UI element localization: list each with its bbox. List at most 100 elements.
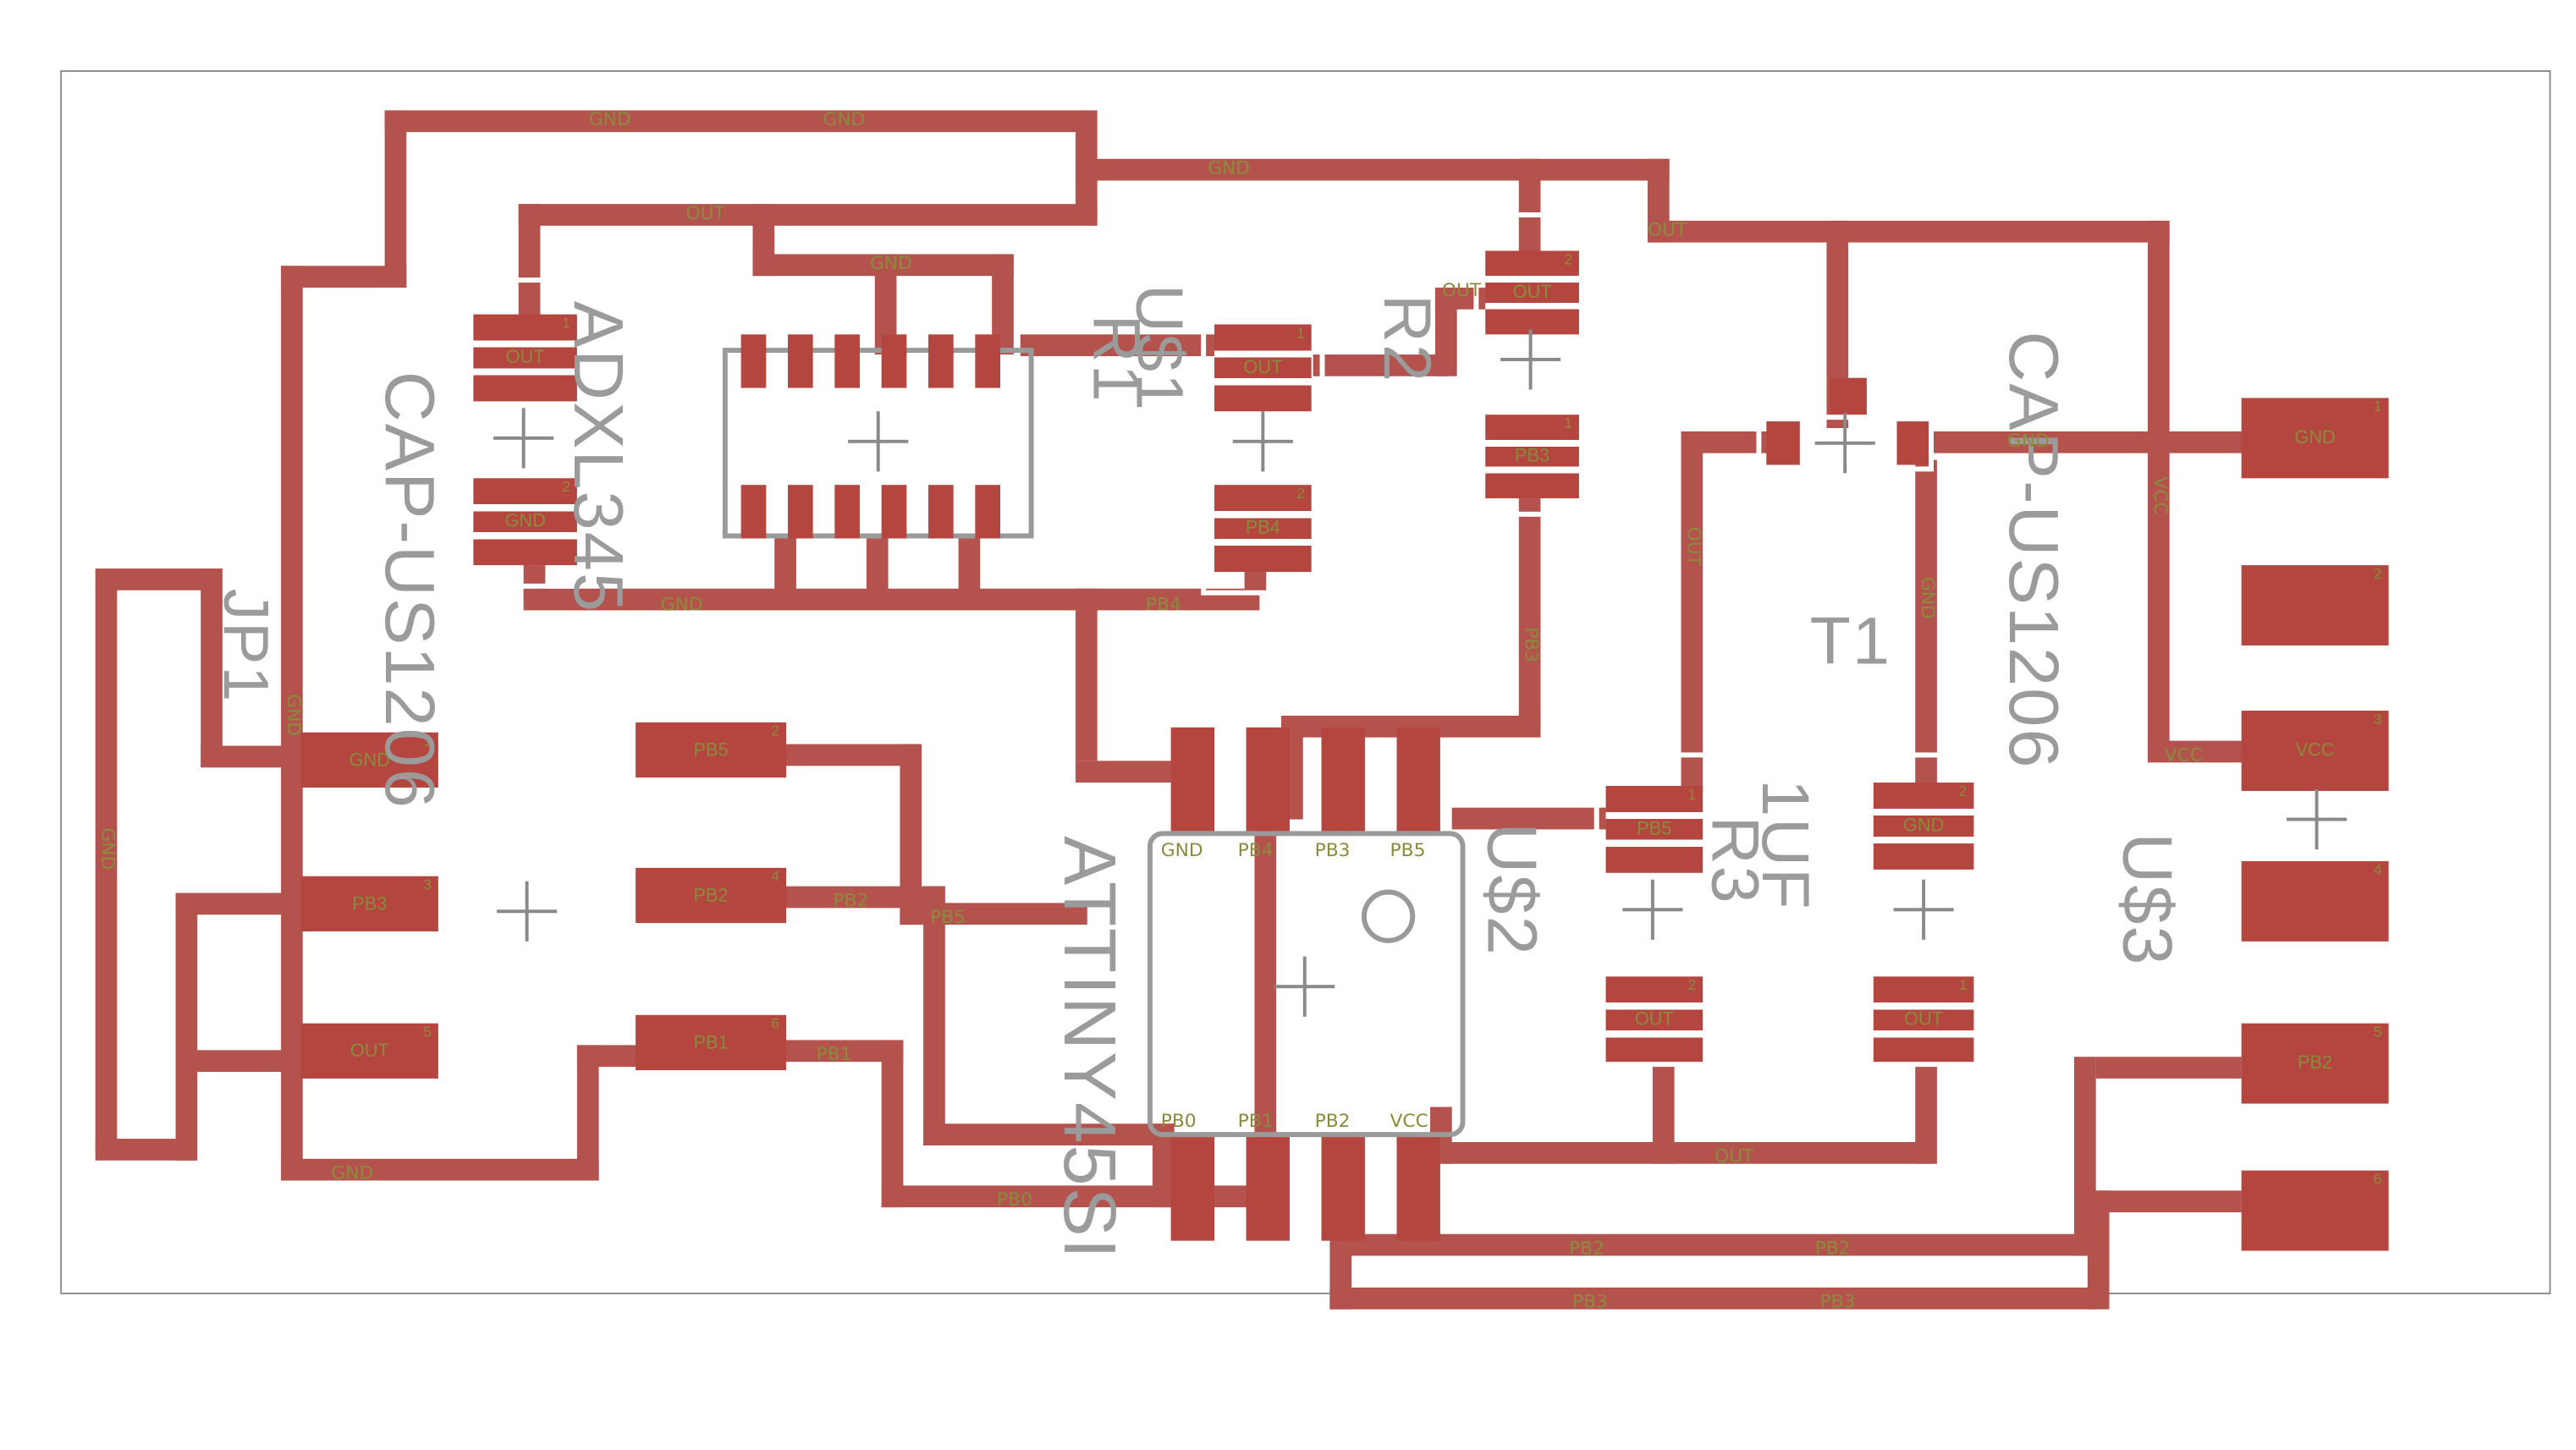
pad-adxl345-footprint[interactable] bbox=[787, 334, 813, 388]
copper-trace[interactable] bbox=[881, 1040, 904, 1208]
pad-u2-attiny45si[interactable] bbox=[1396, 727, 1440, 832]
origin-cross[interactable] bbox=[1814, 413, 1875, 474]
pad-u2-attiny45si[interactable] bbox=[1246, 727, 1290, 832]
copper-trace[interactable] bbox=[384, 110, 1087, 133]
copper-trace[interactable] bbox=[1075, 158, 1670, 181]
copper-trace[interactable] bbox=[2147, 220, 2170, 753]
origin-cross[interactable] bbox=[493, 408, 554, 469]
pad-u2-attiny45si[interactable] bbox=[1396, 1137, 1440, 1241]
copper-trace[interactable] bbox=[187, 1050, 305, 1073]
pad-u2-attiny45si[interactable] bbox=[1321, 727, 1365, 832]
copper-trace[interactable] bbox=[175, 893, 306, 915]
copper-trace[interactable] bbox=[1915, 1063, 1937, 1164]
pad-t1[interactable] bbox=[1766, 421, 1800, 465]
copper-trace[interactable] bbox=[774, 538, 796, 596]
copper-trace[interactable] bbox=[1254, 819, 1277, 1154]
pad-adxl345-footprint[interactable] bbox=[787, 485, 813, 539]
copper-trace[interactable] bbox=[1689, 431, 1777, 453]
copper-trace[interactable] bbox=[576, 1045, 599, 1181]
origin-cross[interactable] bbox=[497, 881, 558, 942]
pad-u2-attiny45si[interactable] bbox=[1321, 1137, 1365, 1241]
origin-cross[interactable] bbox=[1893, 879, 1954, 940]
pad-adxl345-footprint[interactable] bbox=[975, 334, 1001, 388]
pad-u2-attiny45si[interactable] bbox=[1170, 727, 1215, 832]
copper-trace[interactable] bbox=[201, 568, 223, 766]
pad-t1[interactable] bbox=[1896, 421, 1930, 465]
pad-adxl345-footprint[interactable] bbox=[928, 485, 954, 539]
copper-trace[interactable] bbox=[1313, 354, 1447, 376]
pad-4[interactable]: 4 bbox=[2241, 860, 2389, 942]
origin-cross[interactable] bbox=[1232, 411, 1293, 472]
pad-2[interactable]: 2 bbox=[2241, 565, 2389, 645]
copper-trace[interactable] bbox=[2095, 1057, 2242, 1079]
copper-trace[interactable] bbox=[923, 886, 945, 1145]
copper-trace[interactable] bbox=[95, 588, 118, 1151]
copper-trace[interactable] bbox=[175, 893, 198, 1161]
pad-adxl345-footprint[interactable] bbox=[740, 334, 767, 388]
pad-adxl345-footprint[interactable] bbox=[928, 334, 954, 388]
copper-trace[interactable] bbox=[866, 538, 889, 596]
copper-trace[interactable] bbox=[923, 1123, 1175, 1145]
copper-trace[interactable] bbox=[1518, 498, 1541, 726]
copper-trace[interactable] bbox=[1518, 158, 1541, 260]
copper-trace[interactable] bbox=[1020, 334, 1218, 357]
copper-trace[interactable] bbox=[281, 266, 303, 1181]
copper-trace[interactable] bbox=[786, 744, 921, 766]
copper-trace[interactable] bbox=[1915, 459, 1937, 787]
pad-adxl345-footprint[interactable] bbox=[881, 334, 907, 388]
copper-trace[interactable] bbox=[2087, 1190, 2242, 1213]
copper-trace[interactable] bbox=[2147, 740, 2245, 763]
pad-adxl345-footprint[interactable] bbox=[975, 485, 1001, 539]
copper-trace[interactable] bbox=[281, 1158, 599, 1181]
pad-t1[interactable] bbox=[1830, 377, 1867, 419]
copper-trace[interactable] bbox=[1329, 1287, 2100, 1310]
copper-trace[interactable] bbox=[518, 204, 1098, 226]
copper-trace[interactable] bbox=[1338, 1233, 2096, 1256]
copper-trace[interactable] bbox=[2087, 1190, 2110, 1310]
copper-trace[interactable] bbox=[786, 886, 945, 909]
pad-adxl345-footprint[interactable] bbox=[834, 485, 860, 539]
copper-trace[interactable] bbox=[958, 538, 981, 596]
origin-cross[interactable] bbox=[1500, 329, 1561, 390]
copper-trace[interactable] bbox=[1647, 220, 2170, 243]
copper-trace[interactable] bbox=[95, 568, 221, 590]
copper-trace[interactable] bbox=[1075, 588, 1098, 761]
copper-trace[interactable] bbox=[201, 745, 305, 768]
origin-cross[interactable] bbox=[1274, 956, 1335, 1017]
pad-u2-attiny45si[interactable] bbox=[1246, 1137, 1290, 1241]
origin-cross[interactable] bbox=[2287, 788, 2348, 850]
copper-trace[interactable] bbox=[1451, 807, 1606, 830]
pad-adxl345-footprint[interactable] bbox=[834, 334, 860, 388]
copper-trace[interactable] bbox=[1329, 1233, 1352, 1310]
pad-6[interactable]: 6 bbox=[2241, 1170, 2389, 1251]
origin-cross[interactable] bbox=[1622, 879, 1683, 940]
copper-trace[interactable] bbox=[518, 204, 541, 321]
pad-adxl345-footprint[interactable] bbox=[881, 485, 907, 539]
copper-trace[interactable] bbox=[1931, 431, 2245, 453]
pad-adxl345-footprint[interactable] bbox=[740, 485, 767, 539]
copper-trace[interactable] bbox=[523, 588, 1260, 611]
pad-u2-attiny45si[interactable] bbox=[1170, 1137, 1215, 1241]
origin-cross[interactable] bbox=[848, 411, 909, 472]
copper-trace[interactable] bbox=[1681, 431, 1704, 791]
copper-trace[interactable] bbox=[1441, 1142, 1930, 1164]
